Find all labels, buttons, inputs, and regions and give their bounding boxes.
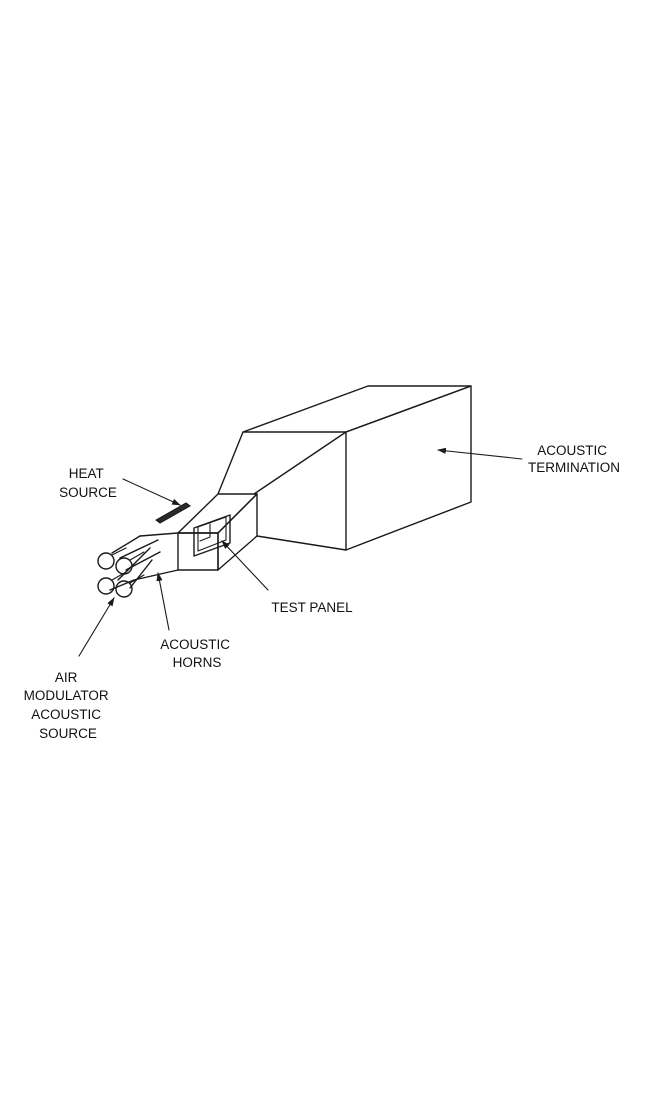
- air-modulator-cylinder: [116, 581, 132, 597]
- air-modulator-cylinder: [98, 553, 114, 569]
- acoustic-termination-label: ACOUSTIC TERMINATION: [528, 443, 620, 475]
- test-panel-line-1: TEST PANEL: [271, 600, 353, 615]
- acoustic-horns-line-1: ACOUSTIC: [160, 637, 230, 652]
- heat-source-line-2: SOURCE: [59, 485, 117, 500]
- heat-source-arrow: [123, 479, 180, 505]
- acoustic-termination-box: [218, 386, 471, 550]
- heat-source-heater: [156, 503, 190, 523]
- air-modulator-line-1: AIR: [55, 670, 78, 685]
- air-modulator-arrow: [79, 598, 114, 656]
- air-modulator-label: AIR MODULATOR ACOUSTIC SOURCE: [24, 670, 113, 741]
- test-panel-arrow: [222, 541, 268, 590]
- air-modulator-cylinder: [116, 558, 132, 574]
- air-modulator-line-3: ACOUSTIC: [31, 707, 101, 722]
- acoustic-termination-line-1: ACOUSTIC: [537, 443, 607, 458]
- heat-source-line-1: HEAT: [69, 466, 104, 481]
- acoustic-horns-line-2: HORNS: [173, 655, 222, 670]
- acoustic-horns-arrow: [158, 573, 169, 630]
- acoustic-termination-arrow: [438, 450, 522, 459]
- air-modulator-cylinders: [98, 548, 144, 597]
- heat-source-label: HEAT SOURCE: [59, 466, 117, 500]
- acoustic-termination-line-2: TERMINATION: [528, 460, 620, 475]
- acoustic-horns-label: ACOUSTIC HORNS: [160, 637, 234, 670]
- air-modulator-line-2: MODULATOR: [24, 688, 109, 703]
- air-modulator-line-4: SOURCE: [39, 726, 97, 741]
- test-panel-label: TEST PANEL: [271, 600, 353, 615]
- test-panel: [194, 515, 230, 556]
- air-modulator-cylinder: [98, 578, 114, 594]
